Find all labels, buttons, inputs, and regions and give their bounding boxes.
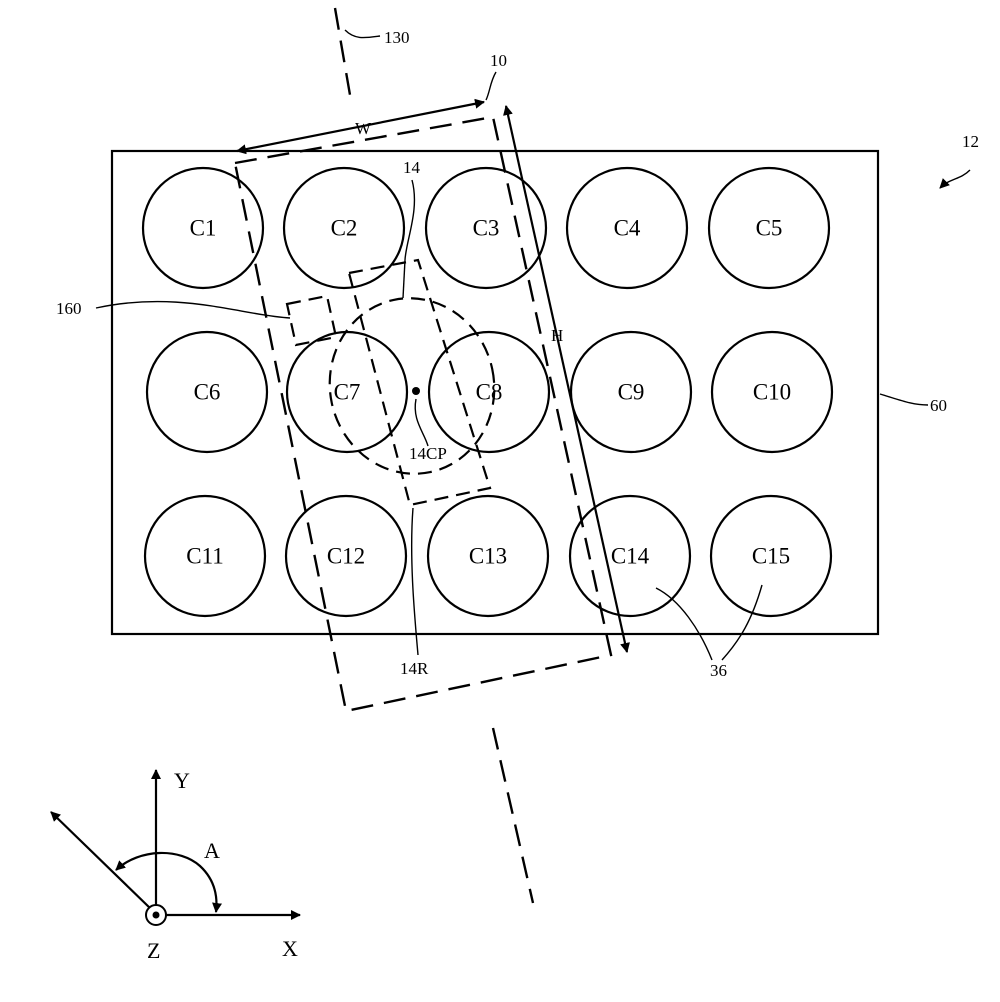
axis-label-z: Z: [147, 938, 160, 963]
axis-line-130-upper: [333, 7, 352, 96]
cell-label-c1: C1: [190, 216, 217, 241]
cell-label-c8: C8: [476, 380, 503, 405]
ref-label-14r: 14R: [400, 659, 429, 678]
z-axis-dot: [152, 911, 160, 919]
cell-circle-c10: [710, 330, 834, 454]
cell-label-c12: C12: [327, 544, 365, 569]
cell-label-c14: C14: [611, 544, 650, 569]
leader-14-b: [402, 259, 406, 299]
cell-label-c13: C13: [469, 544, 507, 569]
cell-label-c4: C4: [614, 216, 641, 241]
cell-label-c9: C9: [618, 380, 645, 405]
region-14r: [347, 258, 492, 507]
ref-label-60: 60: [930, 396, 947, 415]
angle-arc-a: [115, 851, 223, 913]
cell-circle-c5: [707, 166, 831, 290]
cell-label-c6: C6: [194, 380, 221, 405]
leader-130: [344, 29, 381, 39]
axis-label-x: X: [282, 936, 298, 961]
leader-36-a: [655, 587, 713, 661]
leader-60: [879, 393, 929, 406]
leader-160: [95, 300, 291, 319]
cell-circle-c1: [141, 166, 265, 290]
dimension-label-w: W: [355, 119, 372, 138]
field-circle-14: [328, 297, 496, 475]
leader-12: [939, 169, 971, 189]
cell-circle-c6: [145, 330, 269, 454]
leader-14cp: [414, 398, 429, 447]
angle-label-a: A: [204, 838, 220, 863]
ref-label-10: 10: [490, 51, 507, 70]
leader-10: [485, 71, 497, 101]
sub-region-160: [285, 294, 338, 347]
leader-14r: [410, 507, 419, 656]
cell-label-c5: C5: [756, 216, 783, 241]
ref-label-14cp: 14CP: [409, 444, 447, 463]
cell-label-c15: C15: [752, 544, 790, 569]
ref-label-14: 14: [403, 158, 421, 177]
cell-circle-c2: [282, 166, 406, 290]
cell-label-c7: C7: [334, 380, 361, 405]
ref-label-12: 12: [962, 132, 979, 151]
ref-label-36: 36: [710, 661, 727, 680]
dimension-label-h: H: [551, 326, 563, 345]
cell-circle-c15: [709, 494, 833, 618]
cell-label-c11: C11: [186, 544, 224, 569]
rotated-axis-arrow: [50, 811, 153, 911]
axis-line-130-lower: [491, 727, 535, 904]
cell-circle-c12: [284, 494, 408, 618]
axis-label-y: Y: [174, 768, 190, 793]
height-arrow: [503, 105, 630, 653]
cell-circle-c11: [143, 494, 267, 618]
cell-label-c2: C2: [331, 216, 358, 241]
leader-14: [404, 179, 416, 261]
cell-label-c3: C3: [473, 216, 500, 241]
ref-label-160: 160: [56, 299, 82, 318]
leader-36-b: [721, 584, 763, 661]
panel-rectangle: [110, 149, 880, 636]
cell-label-c10: C10: [753, 380, 791, 405]
width-arrow: [236, 98, 485, 155]
center-point-14cp: [412, 387, 420, 395]
ref-label-130: 130: [384, 28, 410, 47]
